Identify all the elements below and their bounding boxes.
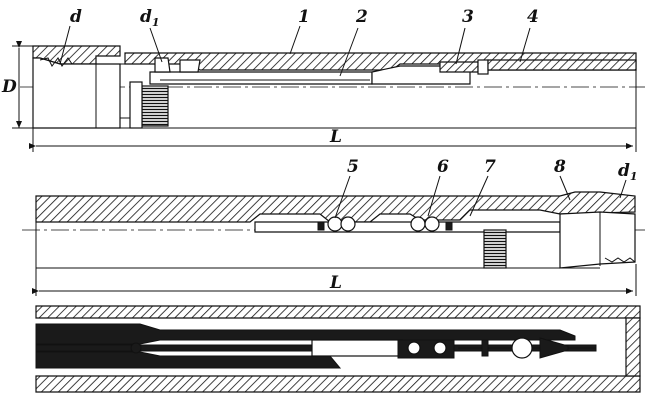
top-stem-collar — [130, 82, 142, 128]
middle-label-7: 7 — [484, 157, 496, 177]
top-label-D: D — [1, 77, 17, 97]
bottom-rivet-left — [131, 343, 141, 353]
top-section-view: d d1 1 2 3 4 D L — [1, 7, 645, 152]
middle-label-d1: d1 — [618, 161, 638, 183]
middle-label-6: 6 — [437, 157, 449, 177]
middle-label-8: 8 — [553, 157, 566, 177]
top-label-1: 1 — [298, 7, 310, 27]
middle-bearing-ball-1 — [328, 217, 342, 231]
top-leader-1 — [290, 26, 300, 54]
bottom-ball-1 — [408, 342, 420, 354]
top-latch-spring — [440, 62, 478, 72]
bottom-string-lower — [36, 352, 340, 368]
bottom-inner-tube — [312, 340, 402, 356]
middle-seal-1 — [318, 222, 324, 230]
middle-bearing-ball-3 — [411, 217, 425, 231]
top-latch-finger-left — [155, 58, 170, 72]
middle-pin-end — [560, 212, 635, 268]
middle-label-L: L — [329, 273, 342, 293]
bottom-spear-head — [512, 338, 532, 358]
bottom-casing-right-wall — [626, 318, 640, 376]
top-box-body — [33, 58, 120, 128]
bottom-section-view — [36, 306, 640, 392]
top-label-L: L — [329, 127, 342, 147]
top-latch-finger-right — [180, 60, 200, 72]
middle-bearing-ball-4 — [425, 217, 439, 231]
top-label-d1: d1 — [140, 7, 160, 29]
top-label-4: 4 — [527, 7, 539, 27]
top-label-2: 2 — [355, 7, 368, 27]
top-right-liner — [488, 60, 636, 70]
top-label-3: 3 — [462, 7, 474, 27]
bottom-ball-2 — [434, 342, 446, 354]
bottom-spear-cross — [482, 340, 488, 356]
top-grip-ring — [142, 86, 168, 126]
middle-bearing-ball-2 — [341, 217, 355, 231]
top-inner-tube — [150, 72, 372, 84]
top-label-d: d — [70, 7, 82, 27]
middle-seal-2 — [446, 222, 452, 230]
top-latch-pin — [478, 60, 488, 74]
bottom-string-upper — [36, 324, 575, 344]
bottom-casing-bottom-wall — [36, 376, 640, 392]
bottom-casing-top-wall — [36, 306, 640, 318]
middle-inner-assembly — [255, 222, 560, 232]
bottom-spear-tip — [540, 338, 568, 358]
middle-grip-ring — [484, 230, 506, 268]
middle-section-view: 5 6 7 8 d1 L — [22, 157, 645, 296]
middle-label-5: 5 — [347, 157, 359, 177]
